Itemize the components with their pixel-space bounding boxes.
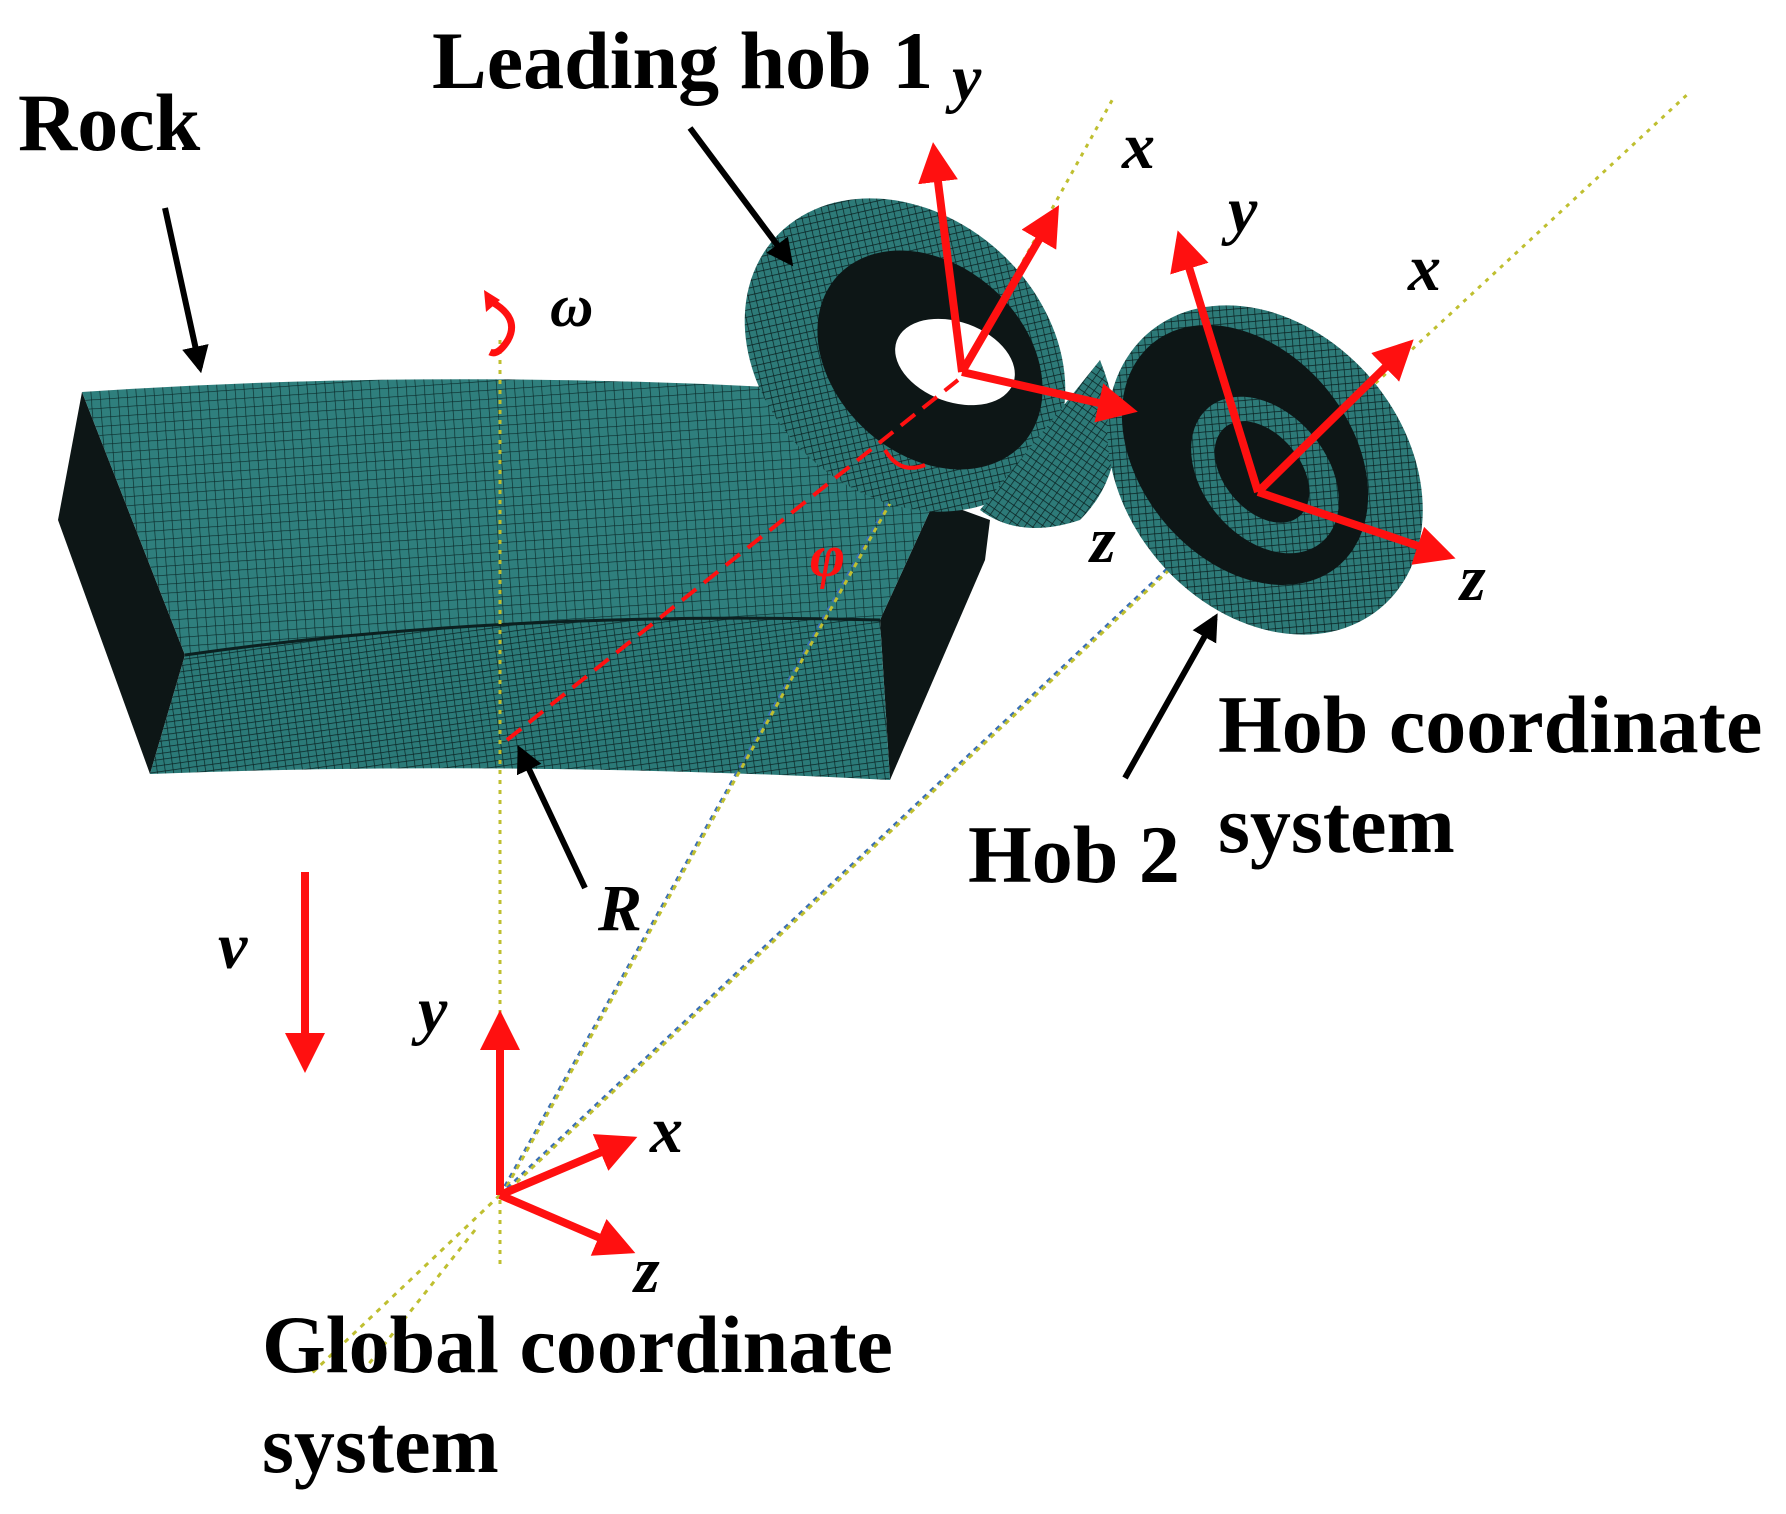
- rock-pointer-arrow: [162, 207, 209, 374]
- labels: Rock Leading hob 1 Hob 2 Hob coordinate …: [18, 15, 1762, 1490]
- radius-dashed-line: [505, 378, 960, 742]
- rock-right-face: [880, 500, 990, 780]
- rock-top-face: [82, 379, 935, 655]
- hob1-x-axis: [958, 205, 1060, 375]
- rock-front-face: [150, 618, 890, 780]
- hob1-axes: [918, 142, 1138, 423]
- hob1-z-label: z: [1088, 504, 1116, 577]
- hob2-label: Hob 2: [968, 809, 1180, 900]
- global-z-axis: [498, 1191, 636, 1256]
- rock-block: [58, 379, 990, 780]
- hob2-x-label: x: [1407, 232, 1441, 305]
- hob-cs-label-line2: system: [1218, 779, 1455, 870]
- rock-side-face: [58, 392, 185, 774]
- hob1-z-axis: [961, 368, 1138, 423]
- hob-cs-label-line1: Hob coordinate: [1218, 679, 1762, 770]
- rotation-arrow-icon: [488, 298, 515, 357]
- omega-symbol: ω: [550, 273, 593, 339]
- hob2-x-guide: [1256, 90, 1692, 494]
- global-axes: [480, 1010, 638, 1256]
- hob1-y-label: y: [945, 42, 982, 115]
- velocity-symbol: v: [218, 910, 248, 983]
- hob2-disc: [1107, 305, 1423, 635]
- global-z-label: z: [632, 1234, 660, 1307]
- global-cs-label-line2: system: [262, 1399, 499, 1490]
- hob2-y-axis: [1170, 230, 1262, 494]
- rock-label: Rock: [18, 77, 201, 168]
- radius-marking: [505, 378, 960, 742]
- global-to-hob1-line-y: [500, 374, 964, 1196]
- hob2-axes: [1170, 230, 1456, 565]
- leading-hob-pointer-arrow: [687, 126, 794, 267]
- hob2-y-label: y: [1221, 174, 1258, 247]
- angle-arc: [883, 448, 926, 470]
- global-to-hob2-line: [498, 508, 1232, 1197]
- global-to-hob1-line: [498, 374, 962, 1196]
- rotation-indicator: [484, 290, 515, 357]
- hob2-x-axis: [1255, 339, 1414, 495]
- global-y-label: y: [411, 974, 448, 1047]
- pointer-arrows: [162, 126, 1218, 890]
- radius-pointer-arrow: [516, 745, 588, 890]
- global-to-hob2-line-y: [500, 509, 1234, 1198]
- hob1-y-axis: [918, 142, 966, 373]
- hob2-z-label: z: [1458, 542, 1486, 615]
- phi-symbol: φ: [810, 523, 845, 589]
- global-x-label: x: [649, 1094, 683, 1167]
- leading-hob-label: Leading hob 1: [432, 15, 933, 106]
- global-x-axis: [498, 1134, 638, 1199]
- hob-cs-pointer-arrow: [1122, 613, 1218, 780]
- global-cs-label-line1: Global coordinate: [262, 1299, 893, 1390]
- radius-symbol: R: [597, 872, 642, 945]
- hob1-x-label: x: [1121, 110, 1155, 183]
- hob2-z-axis: [1256, 488, 1456, 565]
- global-extension-line-2: [358, 1229, 477, 1376]
